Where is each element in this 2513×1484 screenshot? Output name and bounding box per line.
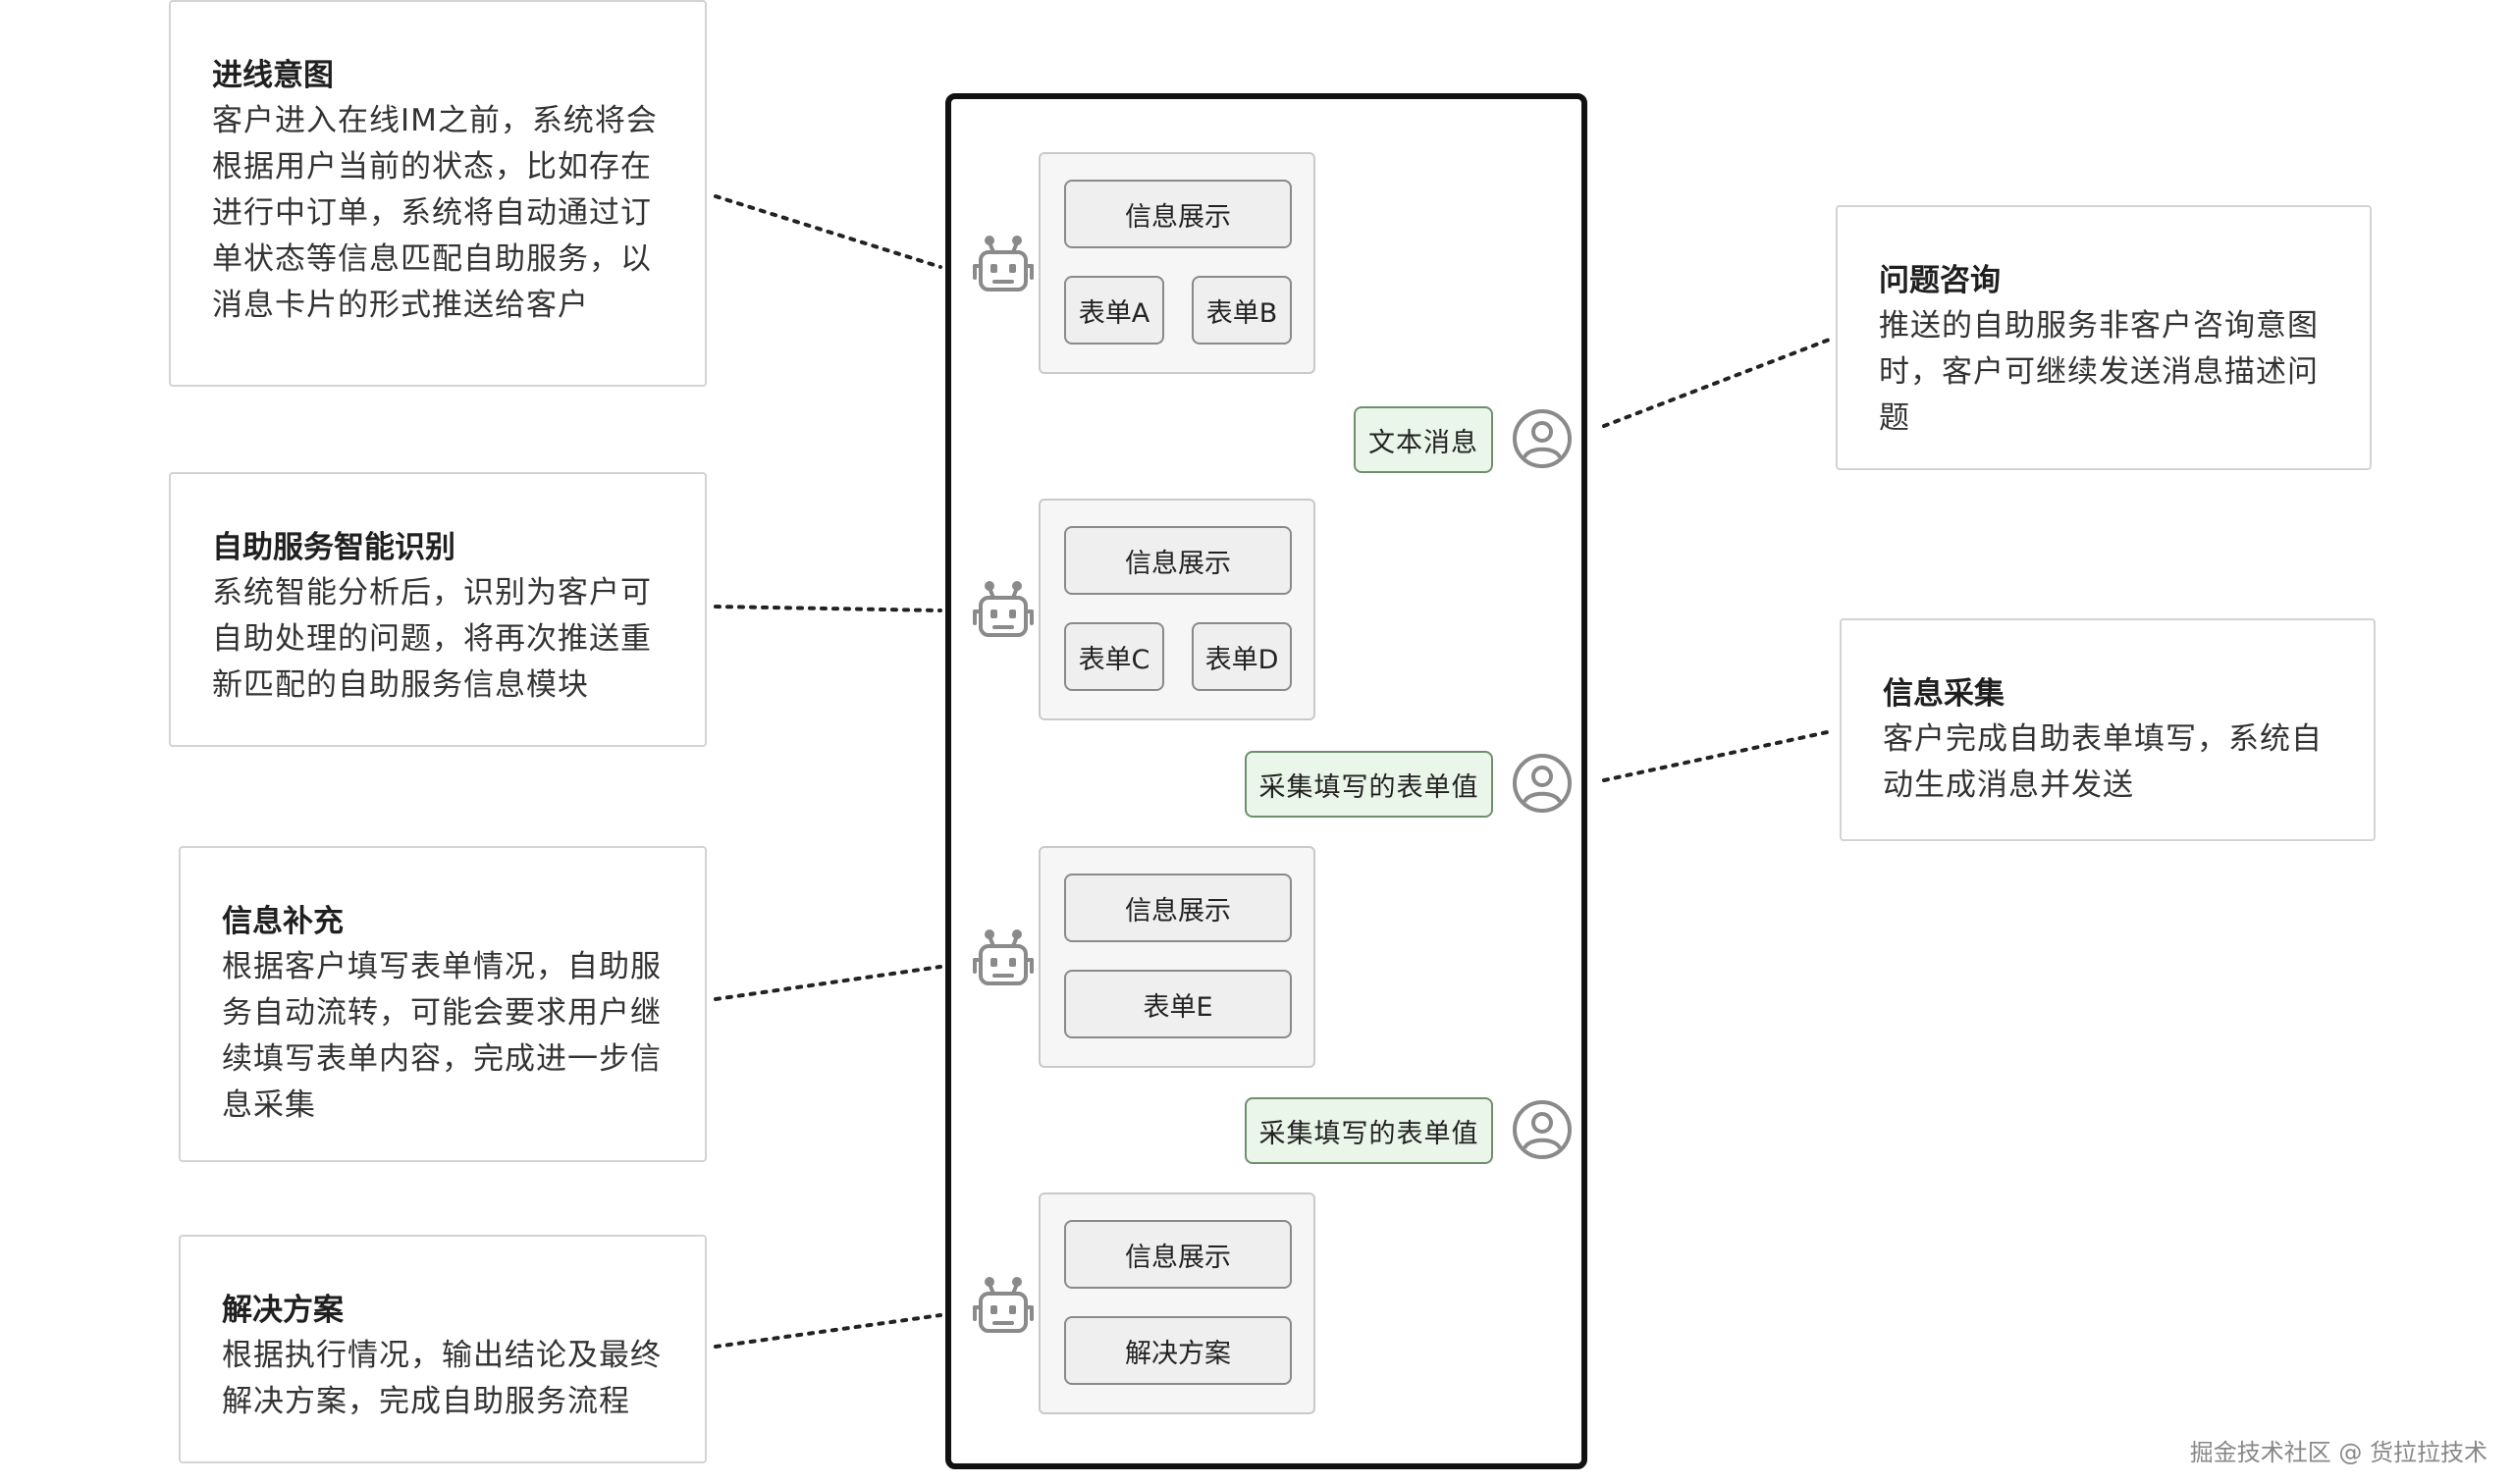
user-text-message: 文本消息 xyxy=(1354,406,1493,473)
info-display-button[interactable]: 信息展示 xyxy=(1064,874,1292,942)
note-intent: 进线意图 客户进入在线IM之前，系统将会 根据用户当前的状态，比如存在 进行中订… xyxy=(169,0,707,387)
note-title: 信息采集 xyxy=(1883,676,2005,712)
robot-icon xyxy=(973,236,1034,292)
note-recognition: 自助服务智能识别 系统智能分析后，识别为客户可 自助处理的问题，将再次推送重 新… xyxy=(169,472,707,747)
note-body: 推送的自助服务非客户咨询意图 时，客户可继续发送消息描述问 题 xyxy=(1879,308,2319,436)
robot-icon xyxy=(973,929,1034,985)
form-d-button[interactable]: 表单D xyxy=(1192,622,1292,691)
note-body: 系统智能分析后，识别为客户可 自助处理的问题，将再次推送重 新匹配的自助服务信息… xyxy=(212,575,652,703)
watermark: 掘金技术社区 @ 货拉拉技术 xyxy=(2189,1439,2487,1466)
note-body: 根据执行情况，输出结论及最终 解决方案，完成自助服务流程 xyxy=(222,1338,662,1419)
connector-intent xyxy=(714,194,942,269)
note-solution: 解决方案 根据执行情况，输出结论及最终 解决方案，完成自助服务流程 xyxy=(179,1235,707,1463)
user-icon xyxy=(1513,409,1572,468)
note-body: 客户进入在线IM之前，系统将会 根据用户当前的状态，比如存在 进行中订单，系统将… xyxy=(212,103,658,323)
note-supplement: 信息补充 根据客户填写表单情况，自助服 务自动流转，可能会要求用户继 续填写表单… xyxy=(179,846,707,1162)
user-form-value-message: 采集填写的表单值 xyxy=(1245,751,1493,818)
form-a-button[interactable]: 表单A xyxy=(1064,276,1164,344)
note-title: 问题咨询 xyxy=(1879,263,2001,298)
user-form-value-message: 采集填写的表单值 xyxy=(1245,1097,1493,1164)
bot-message-card: 信息展示 表单E xyxy=(1039,846,1315,1068)
solution-button[interactable]: 解决方案 xyxy=(1064,1316,1292,1385)
form-b-button[interactable]: 表单B xyxy=(1192,276,1292,344)
note-collection: 信息采集 客户完成自助表单填写，系统自 动生成消息并发送 xyxy=(1840,618,2376,841)
connector-collection xyxy=(1602,729,1834,782)
connector-solution xyxy=(714,1313,942,1349)
note-body: 根据客户填写表单情况，自助服 务自动流转，可能会要求用户继 续填写表单内容，完成… xyxy=(222,949,662,1123)
bot-message-card: 信息展示 表单A 表单B xyxy=(1039,152,1315,374)
note-title: 自助服务智能识别 xyxy=(212,530,455,565)
robot-icon xyxy=(973,581,1034,637)
note-body: 客户完成自助表单填写，系统自 动生成消息并发送 xyxy=(1883,721,2323,803)
form-c-button[interactable]: 表单C xyxy=(1064,622,1164,691)
user-icon xyxy=(1513,1100,1572,1159)
connector-question xyxy=(1602,337,1834,428)
info-display-button[interactable]: 信息展示 xyxy=(1064,526,1292,595)
chat-phone-frame: 信息展示 表单A 表单B 文本消息 信息展示 表单C 表单D 采集填写的表单值 xyxy=(945,93,1587,1469)
note-title: 信息补充 xyxy=(222,904,344,939)
bot-message-card: 信息展示 解决方案 xyxy=(1039,1192,1315,1414)
form-e-button[interactable]: 表单E xyxy=(1064,970,1292,1038)
note-title: 进线意图 xyxy=(212,58,334,93)
robot-icon xyxy=(973,1277,1034,1333)
connector-recognition xyxy=(714,605,942,612)
note-question: 问题咨询 推送的自助服务非客户咨询意图 时，客户可继续发送消息描述问 题 xyxy=(1836,205,2372,470)
info-display-button[interactable]: 信息展示 xyxy=(1064,180,1292,248)
note-title: 解决方案 xyxy=(222,1293,344,1328)
user-icon xyxy=(1513,754,1572,813)
info-display-button[interactable]: 信息展示 xyxy=(1064,1220,1292,1289)
bot-message-card: 信息展示 表单C 表单D xyxy=(1039,499,1315,720)
connector-supplement xyxy=(714,965,942,1001)
